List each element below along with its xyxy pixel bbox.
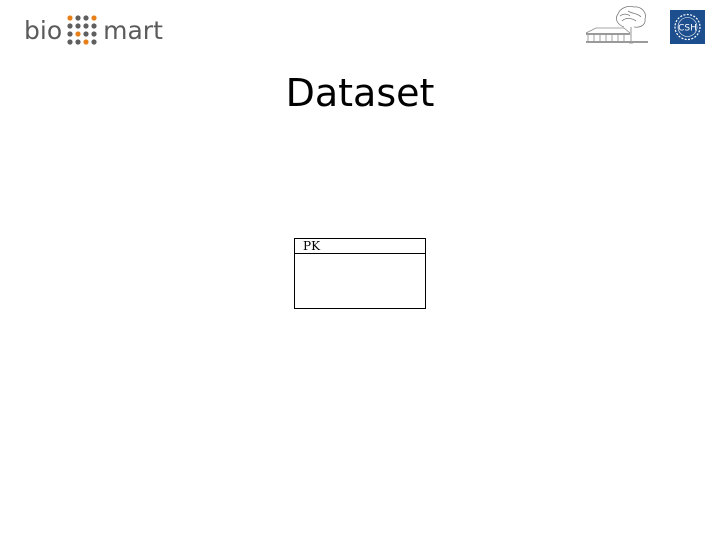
- biomart-logo: bio mart: [24, 10, 163, 50]
- csh-seal-text: CSH: [678, 24, 697, 34]
- dataset-table-box: PK: [294, 238, 426, 309]
- table-primary-key-label: PK: [295, 239, 425, 254]
- logo-text-mart: mart: [103, 15, 163, 45]
- csh-seal-icon: CSH: [674, 13, 701, 41]
- logo-dots-icon: [67, 15, 97, 45]
- csh-logo: CSH: [670, 10, 705, 44]
- slide-title: Dataset: [285, 71, 435, 115]
- logo-text-bio: bio: [24, 15, 63, 45]
- building-tree-logo-icon: [585, 6, 648, 44]
